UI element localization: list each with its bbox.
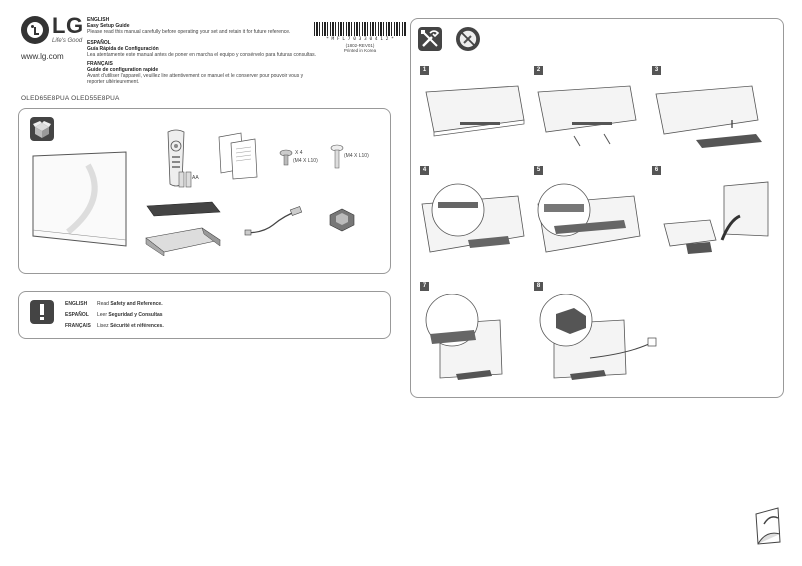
lang-block-french: FRANÇAIS Guide de configuration rapide A… (87, 61, 317, 85)
printed-in: Printed in Korea (343, 48, 377, 53)
screw-icon (279, 149, 293, 166)
components-panel (18, 108, 391, 274)
box-icon (30, 117, 54, 141)
barcode-number: * M F L 7 0 3 3 0 4 1 2 * (326, 37, 394, 42)
warning-doc: Sécurité et références. (110, 323, 164, 329)
warning-panel (18, 291, 391, 339)
step-3-illustration (655, 85, 762, 148)
guide-title: Guide de configuration rapide (87, 67, 159, 73)
step-number: 4 (420, 166, 429, 175)
guide-title: Easy Setup Guide (87, 23, 130, 29)
lang-name: FRANÇAIS (87, 61, 113, 67)
page-turn-icon (755, 507, 781, 545)
screws-count: X 4 (295, 150, 303, 156)
brand-name: LG (52, 13, 84, 38)
lang-block-english: ENGLISH Easy Setup Guide Please read thi… (87, 17, 317, 35)
step-number: 8 (534, 282, 543, 291)
warning-lang: FRANÇAIS (65, 323, 91, 329)
tools-icon (418, 27, 442, 51)
cable-illustration (244, 206, 303, 236)
warning-prefix: Lisez (97, 323, 111, 329)
batteries-illustration (178, 171, 192, 188)
warning-row-english: ENGLISH Read Safety and Reference. (65, 301, 163, 307)
lg-logo-icon (21, 16, 49, 44)
model-numbers: OLED65E8PUA OLED55E8PUA (21, 95, 120, 102)
step-5-illustration (537, 183, 641, 253)
guide-text: Please read this manual carefully before… (87, 29, 291, 35)
step-number: 5 (534, 166, 543, 175)
step-number: 3 (652, 66, 661, 75)
guide-title: Guía Rápida de Configuración (87, 46, 159, 52)
batteries-label: AA (192, 175, 199, 181)
warning-doc: Seguridad y Consultas (108, 312, 163, 318)
step-number: 6 (652, 166, 661, 175)
step-number: 7 (420, 282, 429, 291)
warning-lang: ENGLISH (65, 301, 88, 307)
lang-name: ESPAÑOL (87, 40, 111, 46)
step-number: 1 (420, 66, 429, 75)
guide-text: Avant d'utiliser l'appareil, veuillez li… (87, 73, 304, 85)
website-url[interactable]: www.lg.com (21, 52, 64, 61)
screw-single-icon (330, 144, 344, 169)
brand-tagline: Life's Good (52, 38, 83, 44)
step-8-illustration (539, 294, 657, 380)
guide-text: Lea atentamente este manual antes de pon… (87, 52, 317, 58)
warning-row-french: FRANÇAIS Lisez Sécurité et références. (65, 323, 164, 329)
stand-base-illustration (145, 201, 221, 256)
warning-icon (30, 300, 54, 324)
no-tools-icon (456, 27, 480, 51)
step-6-illustration (663, 181, 769, 254)
step-7-illustration (425, 294, 503, 380)
screw-single-spec: (M4 X L10) (344, 153, 369, 159)
cable-holder-illustration (329, 208, 355, 232)
manuals-illustration (218, 132, 258, 180)
warning-prefix: Leer (97, 312, 109, 318)
tv-panel-illustration (32, 151, 127, 247)
part-number: (1802-REV01) (345, 43, 375, 48)
warning-prefix: Read (97, 301, 111, 307)
lang-name: ENGLISH (87, 17, 110, 23)
screws-spec: (M4 X L10) (293, 158, 318, 164)
step-number: 2 (534, 66, 543, 75)
step-4-illustration (421, 183, 525, 253)
barcode (314, 22, 406, 36)
warning-doc: Safety and Reference. (110, 301, 163, 307)
warning-lang: ESPAÑOL (65, 312, 89, 318)
warning-row-spanish: ESPAÑOL Leer Seguridad y Consultas (65, 312, 163, 318)
lang-block-spanish: ESPAÑOL Guía Rápida de Configuración Lea… (87, 40, 317, 58)
step-1-illustration (425, 85, 525, 137)
step-2-illustration (537, 85, 637, 147)
